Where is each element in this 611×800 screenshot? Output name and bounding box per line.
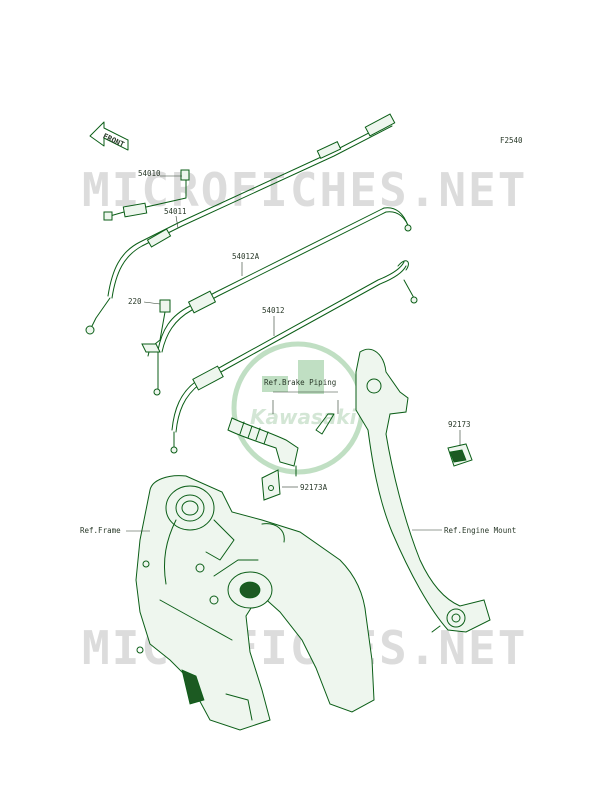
label-ref-engine-mount: Ref.Engine Mount: [444, 526, 516, 535]
label-92173A: 92173A: [300, 483, 328, 492]
fitting-220: [141, 299, 171, 396]
label-ref-frame: Ref.Frame: [80, 526, 121, 535]
label-54011: 54011: [164, 207, 187, 216]
label-ref-brake-piping: Ref.Brake Piping: [264, 378, 336, 387]
frame: [135, 475, 375, 731]
logo-text: Kawasaki: [250, 405, 358, 429]
cable-54011: [85, 113, 396, 335]
kawasaki-logo: Kawasaki: [231, 341, 365, 475]
clamp-92173: [447, 443, 473, 467]
engine-mount-arm: [355, 348, 491, 633]
cable-54010: [103, 169, 190, 221]
label-220: 220: [128, 297, 142, 306]
brake-hose: [227, 413, 335, 477]
clamp-92173A: [261, 469, 281, 501]
label-54012: 54012: [262, 306, 285, 315]
watermark-top: MICROFICHES.NET: [82, 163, 527, 217]
label-92173: 92173: [448, 420, 471, 429]
front-arrow-icon: FRONT: [89, 121, 129, 151]
label-54012A: 54012A: [232, 252, 260, 261]
cable-54012: [170, 260, 418, 454]
front-label: FRONT: [102, 131, 127, 149]
cable-54012A: [157, 207, 412, 353]
label-54010: 54010: [138, 169, 161, 178]
labels: 54010 54011 54012A 220 54012 Ref.Brake P…: [80, 169, 516, 535]
figure-id: F2540: [500, 136, 523, 145]
